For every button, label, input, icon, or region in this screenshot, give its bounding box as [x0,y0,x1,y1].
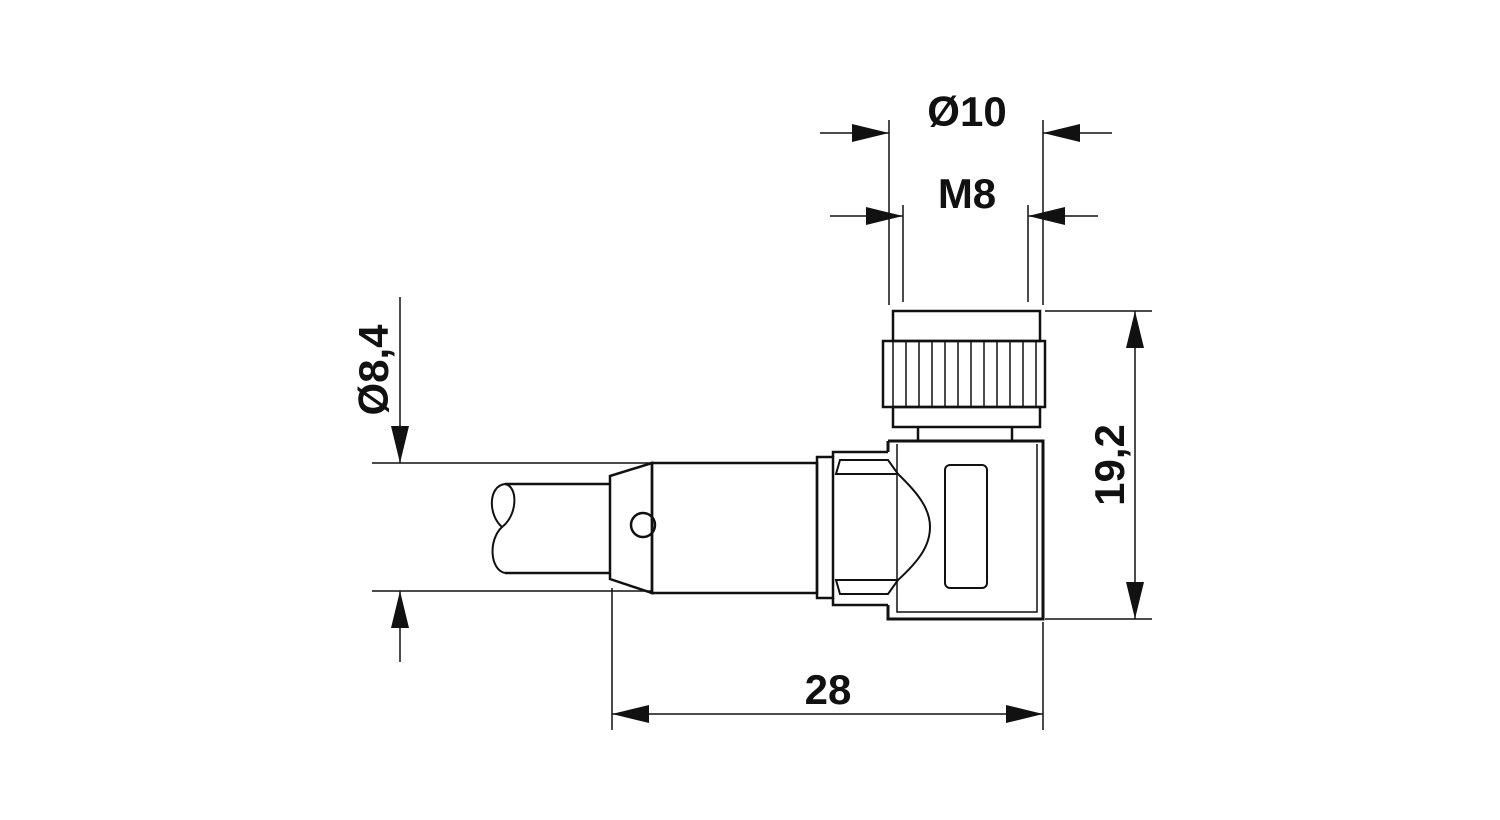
angled-housing [886,439,1045,621]
coupling-nut [881,309,1047,441]
hole-icon [629,511,657,539]
dimension-label-outer-diameter: Ø10 [927,88,1006,135]
dimension-label-length: 28 [805,666,852,713]
connector-body [650,450,932,607]
dimension-thread: M8 [830,170,1098,302]
dimension-length: 28 [611,588,1044,730]
dimension-label-thread: M8 [938,170,996,217]
dimension-label-cable-diameter: Ø8,4 [350,324,397,416]
cable-collar [608,461,657,595]
dimension-height: 19,2 [1045,310,1152,620]
cable [490,482,610,575]
label-window [944,464,988,589]
dimension-outer-diameter: Ø10 [820,88,1112,305]
dimension-label-height: 19,2 [1086,424,1133,506]
dimension-cable-diameter: Ø8,4 [350,297,652,662]
